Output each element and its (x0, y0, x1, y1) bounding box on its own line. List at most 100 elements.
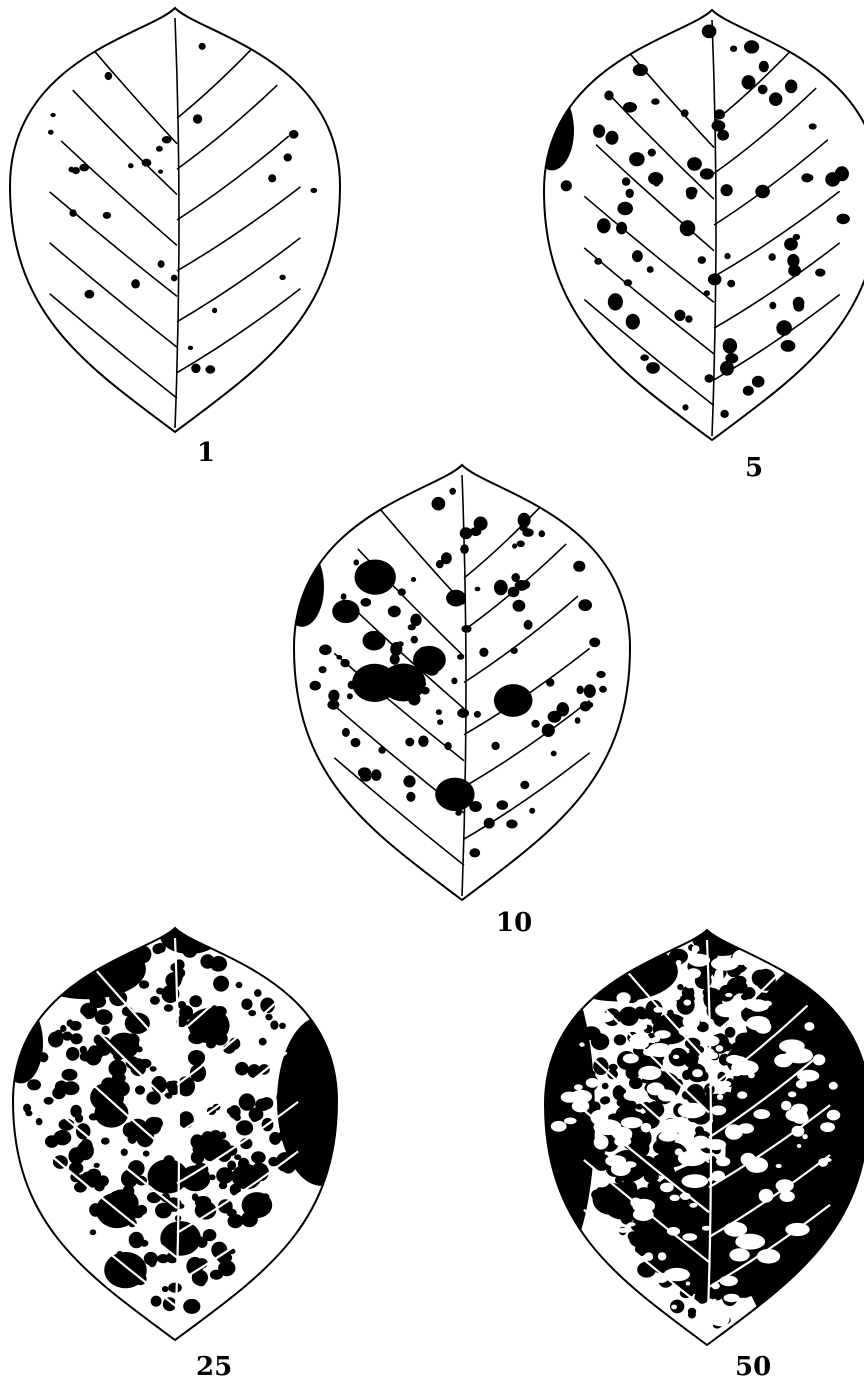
lesion-spot (835, 166, 849, 181)
lesion-spot (479, 648, 488, 657)
lesion-spot (769, 253, 776, 261)
lesion-spot (411, 577, 416, 582)
lesion-spot (341, 593, 347, 600)
lesion-spot (648, 149, 656, 157)
lesion-spot (591, 1033, 609, 1050)
lesion-spot (743, 1280, 759, 1295)
lesion-spot (512, 543, 517, 548)
lesion-spot (584, 684, 596, 698)
healthy-fleck (686, 1281, 691, 1285)
healthy-fleck (797, 1144, 802, 1148)
lesion-blotch (232, 1164, 262, 1189)
lesion-spot (626, 314, 640, 330)
healthy-fleck (641, 1123, 652, 1133)
lesion-spot (825, 1062, 837, 1075)
healthy-fleck (743, 957, 755, 968)
lesion-spot (593, 124, 605, 137)
lesion-spot (150, 1066, 157, 1072)
lesion-spot (128, 163, 134, 168)
healthy-fleck (776, 1179, 794, 1192)
lesion-spot (524, 620, 533, 630)
lesion-spot (279, 1023, 286, 1029)
lesion-blotch (740, 1135, 762, 1154)
lesion-spot (354, 559, 360, 565)
healthy-fleck (779, 1039, 805, 1052)
lesion-spot (721, 184, 733, 196)
lesion-spot (840, 1105, 848, 1114)
healthy-fleck (647, 1082, 665, 1095)
lesion-spot (90, 1229, 97, 1235)
leaf-illustration (10, 8, 340, 432)
lesion-spot (700, 168, 714, 179)
lesion-blotch (332, 600, 359, 623)
lesion-spot (411, 636, 418, 644)
lesion-spot (279, 275, 285, 280)
healthy-fleck (685, 982, 694, 988)
healthy-fleck (676, 960, 682, 965)
lesion-spot (139, 980, 149, 989)
lesion-spot (819, 1036, 832, 1050)
lesion-spot (708, 273, 722, 285)
lesion-spot (651, 98, 659, 104)
healthy-fleck (711, 1106, 727, 1116)
lesion-spot (162, 1286, 169, 1292)
lesion-spot (686, 187, 698, 196)
healthy-fleck (739, 1069, 749, 1075)
lesion-spot (278, 1131, 288, 1140)
lesion-spot (744, 40, 759, 53)
lesion-spot (39, 1052, 49, 1062)
leaf-label-10: 10 (496, 910, 532, 936)
lesion-spot (759, 61, 769, 73)
healthy-fleck (804, 1022, 814, 1031)
lesion-spot (254, 989, 262, 997)
lesion-spot (436, 560, 444, 568)
lesion-spot (406, 792, 415, 802)
healthy-fleck (658, 1252, 667, 1260)
leaf-illustration (530, 10, 864, 440)
healthy-fleck (788, 1091, 796, 1097)
lesion-spot (418, 736, 428, 747)
lesion-spot (390, 654, 400, 665)
lesion-spot (150, 996, 160, 1005)
healthy-fleck (689, 1203, 697, 1208)
lesion-spot (531, 720, 539, 728)
lesion-spot (779, 993, 787, 1001)
lesion-blotch (363, 631, 386, 651)
lesion-spot (575, 717, 581, 724)
lesion-spot (67, 1019, 74, 1027)
lesion-blotch (242, 1192, 273, 1218)
lesion-spot (712, 120, 726, 131)
healthy-fleck (802, 1134, 807, 1139)
lesion-spot (653, 181, 659, 187)
healthy-fleck (735, 1234, 765, 1250)
lesion-spot (310, 681, 321, 691)
healthy-fleck (720, 1276, 738, 1287)
healthy-fleck (675, 1148, 683, 1155)
necrotic-patch (280, 547, 324, 627)
lesion-spot (842, 1113, 857, 1129)
lesion-spot (570, 1156, 583, 1166)
lesion-spot (648, 966, 663, 981)
lesion-spot (146, 1091, 160, 1104)
lesion-spot (774, 1005, 791, 1024)
healthy-fleck (789, 1053, 800, 1059)
lesion-spot (816, 1095, 829, 1106)
lesion-spot (449, 488, 456, 495)
lesion-spot (103, 212, 111, 219)
lesion-spot (665, 961, 672, 969)
lesion-spot (44, 1097, 54, 1105)
lesion-spot (179, 1111, 194, 1128)
lesion-spot (548, 711, 562, 723)
lesion-spot (251, 1151, 266, 1163)
lesion-spot (105, 72, 113, 80)
lesion-spot (474, 711, 481, 718)
lesion-spot (289, 130, 299, 139)
lesion-spot (677, 984, 683, 990)
lesion-spot (520, 781, 529, 789)
lesion-spot (837, 214, 850, 225)
lesion-spot (205, 365, 215, 373)
lesion-spot (213, 976, 229, 992)
lesion-spot (23, 1104, 31, 1113)
lesion-spot (437, 719, 443, 725)
